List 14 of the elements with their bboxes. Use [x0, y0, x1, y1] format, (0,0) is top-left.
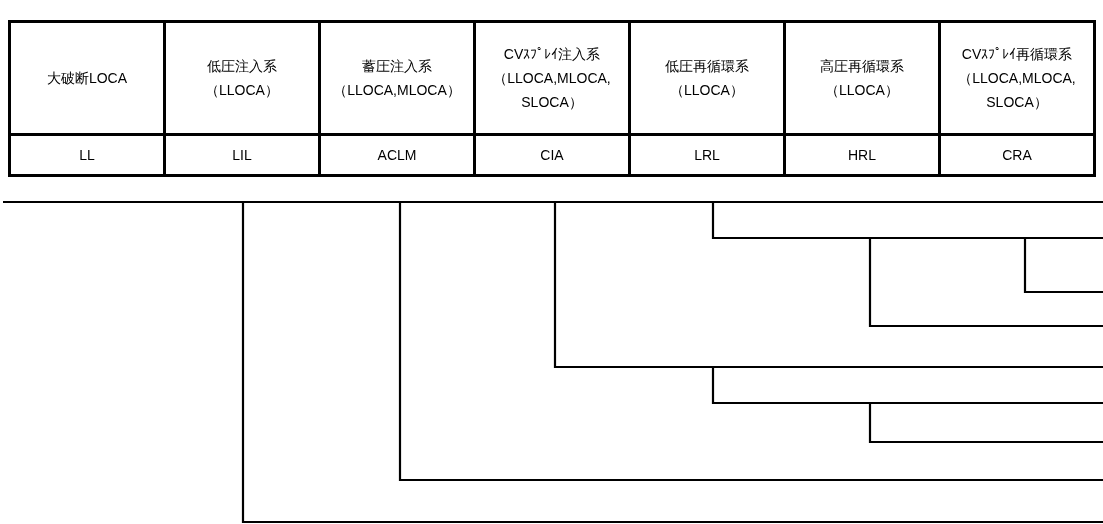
code-cell: CRA: [939, 134, 1095, 176]
header-cell: 低圧注入系（LLOCA）: [164, 21, 320, 135]
header-cell: CVｽﾌﾟﾚｲ注入系（LLOCA,MLOCA,SLOCA）: [474, 21, 630, 135]
code-cell: LL: [9, 134, 165, 176]
code-cell: LRL: [629, 134, 785, 176]
header-cell: 大破断LOCA: [9, 21, 165, 135]
code-cell: LIL: [164, 134, 320, 176]
header-cell: CVｽﾌﾟﾚｲ再循環系（LLOCA,MLOCA,SLOCA）: [939, 21, 1095, 135]
header-cell: 低圧再循環系（LLOCA）: [629, 21, 785, 135]
code-cell: ACLM: [319, 134, 475, 176]
header-cell: 蓄圧注入系（LLOCA,MLOCA）: [319, 21, 475, 135]
code-cell: CIA: [474, 134, 630, 176]
header-cell: 高圧再循環系（LLOCA）: [784, 21, 940, 135]
code-cell: HRL: [784, 134, 940, 176]
